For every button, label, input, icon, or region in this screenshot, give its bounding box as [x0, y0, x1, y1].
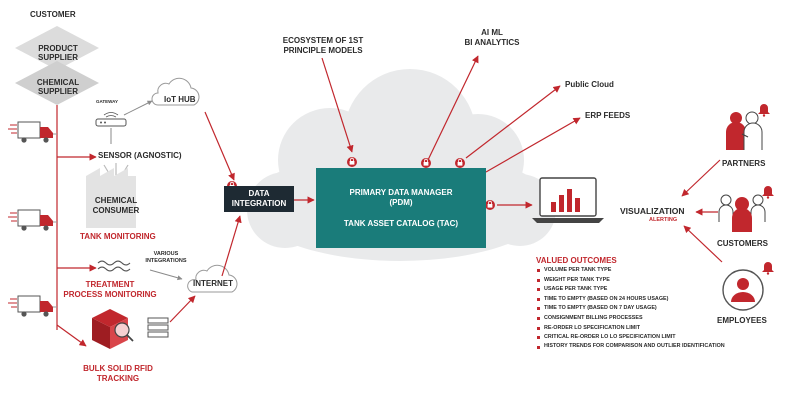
- treatment-to-internet-arrow: [149, 269, 183, 281]
- bulk-solid-label: BULK SOLID RFID TRACKING: [83, 364, 153, 383]
- tac-label: TANK ASSET CATALOG (TAC): [343, 219, 459, 228]
- server-to-internet-arrow: [169, 295, 196, 323]
- employees-label: EMPLOYEES: [717, 316, 767, 325]
- valued-outcomes-title: VALUED OUTCOMES: [536, 256, 617, 265]
- chemical-supplier-label: CHEMICAL SUPPLIER: [36, 78, 80, 96]
- bell-icon: [762, 186, 774, 199]
- list-item: TIME TO EMPTY (BASED ON 7 DAY USAGE): [536, 304, 736, 314]
- lock-icon: [455, 158, 465, 168]
- people-to-visualization-arrows: [681, 159, 723, 263]
- lock-icon: [421, 158, 431, 168]
- cloud-icon: [187, 264, 238, 293]
- customers-label: CUSTOMERS: [717, 239, 768, 248]
- truck-icon: [8, 121, 53, 143]
- integration-arrows: [204, 111, 315, 277]
- public-cloud-label: Public Cloud: [565, 80, 614, 89]
- lock-icon: [485, 200, 495, 210]
- partners-label: PARTNERS: [722, 159, 766, 168]
- valued-outcomes: VALUED OUTCOMES VOLUME PER TANK TYPE WEI…: [536, 256, 736, 349]
- ecosystem-label: ECOSYSTEM OF 1ST PRINCIPLE MODELS: [282, 36, 364, 55]
- list-item: CRITICAL RE-ORDER LO LO SPECIFICATION LI…: [536, 333, 736, 343]
- factory-icon: [86, 163, 136, 228]
- iot-hub-label: IoT HUB: [164, 95, 196, 104]
- partners-icon: [726, 111, 763, 150]
- ai-ml-label: AI ML BI ANALYTICS: [464, 28, 520, 47]
- chemical-consumer-label: CHEMICAL CONSUMER: [92, 196, 140, 215]
- bell-icon: [762, 262, 774, 275]
- server-icon: [147, 317, 169, 338]
- erp-feeds-label: ERP FEEDS: [585, 111, 631, 120]
- customer-label: CUSTOMER: [30, 10, 76, 19]
- various-integrations-label: VARIOUS INTEGRATIONS: [145, 251, 187, 264]
- cube-icon: [92, 309, 134, 349]
- truck-icon: [8, 295, 53, 317]
- sensor-label: SENSOR (AGNOSTIC): [98, 151, 182, 160]
- gateway-to-iot-arrow: [123, 100, 153, 116]
- primary-data-manager-box: [316, 168, 486, 248]
- cloud-icon: [151, 77, 200, 106]
- product-supplier-label: PRODUCT SUPPLIER: [37, 44, 78, 62]
- visualization-label: VISUALIZATION: [620, 206, 685, 216]
- pdm-label: PRIMARY DATA MANAGER (PDM): [349, 188, 453, 207]
- lock-icon: [347, 157, 357, 167]
- pdm-connection-arrows: [321, 55, 581, 209]
- list-item: TIME TO EMPTY (BASED ON 24 HOURS USAGE): [536, 295, 736, 305]
- alerting-label: ALERTING: [649, 217, 678, 223]
- employee-icon: [722, 269, 764, 311]
- list-item: USAGE PER TANK TYPE: [536, 285, 736, 295]
- supplier-diamond: [15, 26, 99, 105]
- gateway-icon: [95, 112, 127, 127]
- wave-icon: [97, 260, 131, 272]
- list-item: CONSIGNMENT BILLING PROCESSES: [536, 314, 736, 324]
- data-integration-label: DATA INTEGRATION: [231, 189, 287, 208]
- data-integration-box: [224, 186, 294, 212]
- truck-arrows: [52, 133, 57, 308]
- list-item: WEIGHT PER TANK TYPE: [536, 276, 736, 286]
- truck-icon: [8, 209, 53, 231]
- bell-icon: [758, 104, 770, 117]
- list-item: HISTORY TRENDS FOR COMPARISON AND OUTLIE…: [536, 343, 734, 350]
- tank-monitoring-label: TANK MONITORING: [80, 232, 156, 241]
- gateway-label: GATEWAY: [96, 99, 119, 104]
- customers-icon: [718, 194, 766, 232]
- treatment-label: TREATMENT PROCESS MONITORING: [63, 280, 157, 299]
- valued-outcomes-list: VOLUME PER TANK TYPE WEIGHT PER TANK TYP…: [536, 266, 736, 349]
- list-item: VOLUME PER TANK TYPE: [536, 266, 736, 276]
- customer-feed-lines: [56, 105, 97, 347]
- list-item: RE-ORDER LO SPECIFICATION LIMIT: [536, 324, 736, 334]
- laptop-chart-icon: [532, 177, 604, 223]
- internet-label: INTERNET: [193, 279, 233, 288]
